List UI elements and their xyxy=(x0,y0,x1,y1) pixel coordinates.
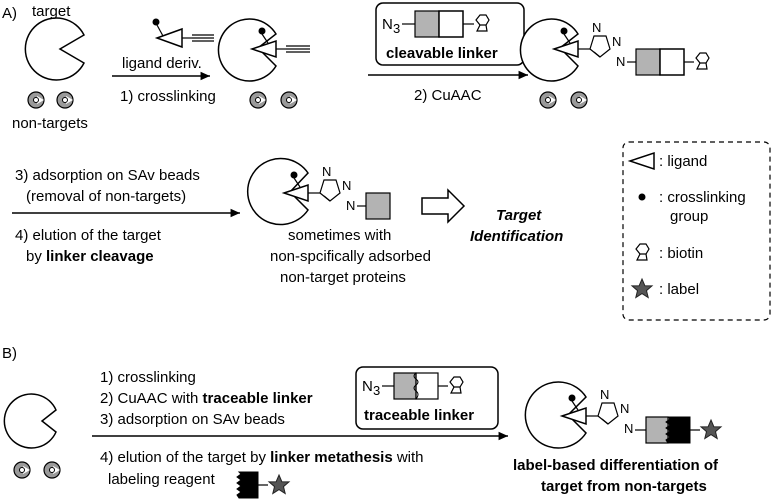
b-step4-suffix: with xyxy=(393,449,424,466)
biotin-icon xyxy=(449,376,464,394)
step3-line2: (removal of non-targets) xyxy=(26,188,186,205)
ligand-derivative-icon xyxy=(152,18,214,49)
triazole-n: N xyxy=(342,178,351,193)
nontarget-protein-icon xyxy=(280,91,298,109)
legend-crosslinking-line1: : crosslinking xyxy=(659,189,746,206)
note-line2: non-spcifically adsorbed xyxy=(270,248,431,265)
azide-n: N xyxy=(362,378,373,395)
ligand-deriv-text: ligand deriv. xyxy=(122,55,202,72)
nontarget-protein-icon xyxy=(539,91,557,109)
biotin-icon xyxy=(695,52,710,70)
triazole-n: N xyxy=(346,198,355,213)
triazole-n: N xyxy=(322,164,331,179)
panel-b-label: B) xyxy=(2,345,17,362)
azide-subscript: 3 xyxy=(393,21,400,36)
result-line2: target from non-targets xyxy=(541,478,707,495)
nontarget-protein-icon xyxy=(43,461,61,479)
triazole-n: N xyxy=(600,387,609,402)
nontarget-protein-icon xyxy=(249,91,267,109)
legend-ligand: : ligand xyxy=(659,153,707,170)
labeling-reagent-icon xyxy=(236,471,290,499)
b-step4-line2: labeling reagent xyxy=(108,471,216,488)
traceable-linker-box: N 3 traceable linker xyxy=(355,366,499,430)
clicked-product: N N N xyxy=(519,18,710,82)
target-identification-line2: Identification xyxy=(470,228,563,245)
traceable-linker-label: traceable linker xyxy=(364,407,474,424)
legend-crosslinking-line2: group xyxy=(670,208,708,225)
legend: : ligand : crosslinking group : biotin :… xyxy=(622,141,771,321)
biotin-icon xyxy=(475,14,490,32)
b-step4-bold: linker metathesis xyxy=(270,449,393,466)
hollow-arrow-icon xyxy=(421,188,466,224)
note-line1: sometimes with xyxy=(288,227,391,244)
target-protein xyxy=(24,17,85,81)
ligand-legend-icon xyxy=(627,151,655,171)
triazole-n: N xyxy=(592,20,601,35)
azide-subscript: 3 xyxy=(373,383,380,398)
result-line1: label-based differentiation of xyxy=(513,457,719,474)
nontargets-label: non-targets xyxy=(12,115,88,132)
nontarget-protein-icon xyxy=(570,91,588,109)
step4-line2: by linker cleavage xyxy=(26,248,154,265)
step2-text: 2) CuAAC xyxy=(414,87,482,104)
target-ligand-complex xyxy=(217,18,310,82)
b-step2-bold: traceable linker xyxy=(203,390,313,407)
nontarget-protein-icon xyxy=(56,91,74,109)
legend-label: : label xyxy=(659,281,699,298)
step4-bold: linker cleavage xyxy=(46,248,154,265)
target-identification-line1: Target xyxy=(496,207,542,224)
target-protein-b xyxy=(3,393,57,449)
triazole-n: N xyxy=(620,401,629,416)
legend-biotin: : biotin xyxy=(659,245,703,262)
triazole-n: N xyxy=(612,34,621,49)
panel-a-label: A) xyxy=(2,5,17,22)
crosslinking-legend-icon xyxy=(638,193,646,201)
b-step4-prefix: 4) elution of the target by xyxy=(100,449,270,466)
triazole-n: N xyxy=(624,421,633,436)
nontarget-protein-icon xyxy=(13,461,31,479)
step1-text: 1) crosslinking xyxy=(120,88,216,105)
b-step4: 4) elution of the target by linker metat… xyxy=(100,449,424,466)
b-step1: 1) crosslinking xyxy=(100,369,196,386)
step4-prefix: by xyxy=(26,248,46,265)
triazole-n: N xyxy=(616,54,625,69)
b-step2-prefix: 2) CuAAC with xyxy=(100,390,203,407)
cleavable-linker-box: N 3 cleavable linker xyxy=(375,2,525,66)
target-label: target xyxy=(32,3,71,20)
nontarget-protein-icon xyxy=(27,91,45,109)
step3-line1: 3) adsorption on SAv beads xyxy=(15,167,200,184)
b-step3: 3) adsorption on SAv beads xyxy=(100,411,285,428)
biotin-legend-icon xyxy=(635,243,650,261)
note-line3: non-target proteins xyxy=(280,269,406,286)
cleavable-linker-label: cleavable linker xyxy=(386,45,498,62)
step4-line1: 4) elution of the target xyxy=(15,227,162,244)
azide-n: N xyxy=(382,16,393,33)
labeled-target-product: N N N xyxy=(524,381,722,449)
b-step2: 2) CuAAC with traceable linker xyxy=(100,390,313,407)
eluted-target: N N N xyxy=(246,157,391,226)
star-legend-icon xyxy=(631,278,653,298)
